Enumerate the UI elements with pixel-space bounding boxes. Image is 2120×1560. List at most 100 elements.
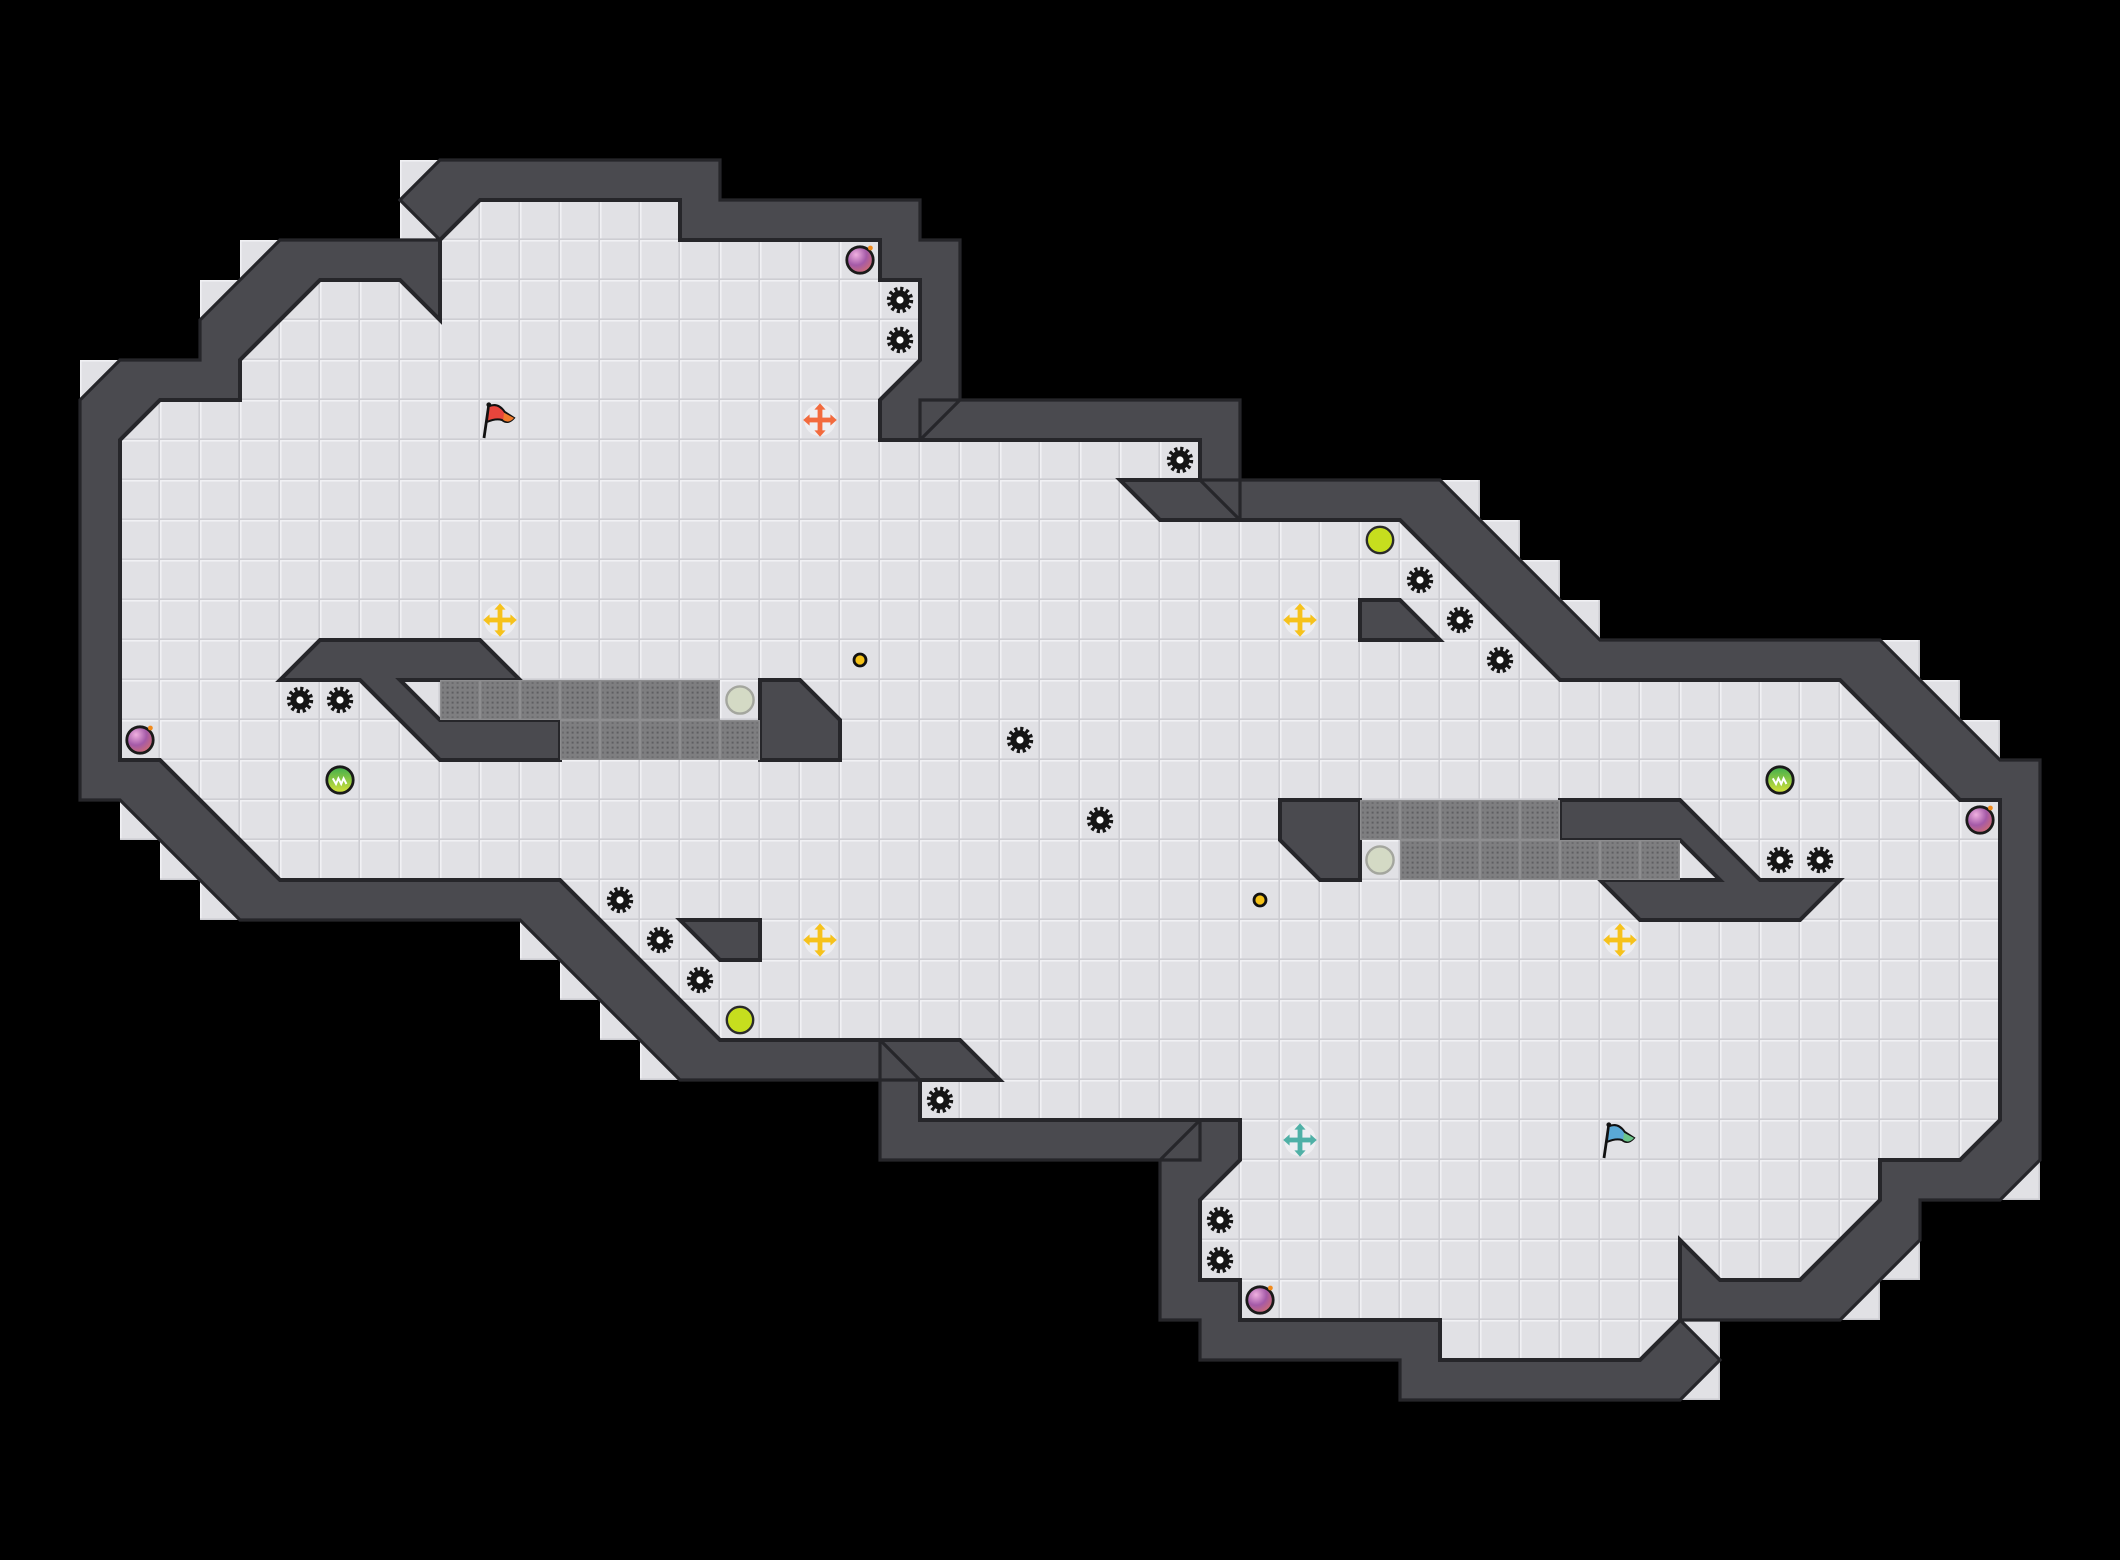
- boost-bar-v: [817, 928, 823, 952]
- grate-holes: [1482, 842, 1518, 878]
- boost-bar-v: [1297, 608, 1303, 632]
- grate-holes: [1442, 802, 1478, 838]
- spike-teeth: [286, 686, 314, 714]
- grate-holes: [682, 682, 718, 718]
- spike-icon: [886, 286, 914, 314]
- boost-arrowhead: [1294, 1150, 1306, 1157]
- wall-inner-edge: [118, 198, 2002, 1362]
- bomb-body: [1245, 1285, 1275, 1315]
- jukejuice-powerup-icon: [1765, 765, 1795, 795]
- spike-hole: [1016, 736, 1024, 744]
- spike-icon: [1206, 1206, 1234, 1234]
- spike-icon: [1406, 566, 1434, 594]
- grate-holes: [562, 682, 598, 718]
- grate-tile: [1520, 800, 1560, 840]
- neutral-boost-icon: [483, 603, 517, 637]
- lime-marker-icon: [1365, 525, 1395, 555]
- blue-boost-icon: [1283, 1123, 1317, 1157]
- neutral-boost-icon: [1603, 923, 1637, 957]
- spike-icon: [886, 326, 914, 354]
- grate-tile: [480, 680, 520, 720]
- grate-holes: [602, 722, 638, 758]
- grate-tile: [1480, 800, 1520, 840]
- boost-arrowhead: [1630, 934, 1637, 946]
- grate-holes: [1442, 842, 1478, 878]
- spike-icon: [1006, 726, 1034, 754]
- boost-arrowhead: [1614, 923, 1626, 930]
- grate-tile: [1360, 800, 1400, 840]
- grate-tile: [1400, 800, 1440, 840]
- spike-hole: [616, 896, 624, 904]
- inner-walls: [275, 598, 1845, 962]
- spike-hole: [1096, 816, 1104, 824]
- bomb-body: [845, 245, 875, 275]
- spike-icon: [646, 926, 674, 954]
- spike-hole: [1496, 656, 1504, 664]
- boost-arrowhead: [483, 614, 490, 626]
- grate-tile: [440, 680, 480, 720]
- grate-tile: [680, 720, 720, 760]
- spike-icon: [606, 886, 634, 914]
- red-flag-icon: [482, 402, 516, 439]
- spike-hole: [336, 696, 344, 704]
- boost-arrowhead: [830, 934, 837, 946]
- grate-holes: [642, 682, 678, 718]
- grate-holes: [1642, 842, 1678, 878]
- bomb-body: [1965, 805, 1995, 835]
- spike-icon: [686, 966, 714, 994]
- boost-arrowhead: [814, 430, 826, 437]
- boost-arrowhead: [803, 414, 810, 426]
- boost-arrowhead: [1283, 1134, 1290, 1146]
- grate-tile: [560, 720, 600, 760]
- spike-icon: [926, 1086, 954, 1114]
- gate-marker-icon: [1365, 845, 1395, 875]
- boost-arrowhead: [814, 950, 826, 957]
- grate-tile: [640, 720, 680, 760]
- boost-arrowhead: [1603, 934, 1610, 946]
- neutral-boost-icon: [1283, 603, 1317, 637]
- grate-holes: [562, 722, 598, 758]
- juke-stripes: [1771, 776, 1788, 787]
- grates: [440, 680, 1680, 880]
- spike-teeth: [886, 326, 914, 354]
- button-icon: [852, 652, 868, 668]
- spike-teeth: [1006, 726, 1034, 754]
- grate-tile: [1640, 840, 1680, 880]
- boost-bar-v: [497, 608, 503, 632]
- boost-bar-v: [817, 408, 823, 432]
- grate-tile: [1600, 840, 1640, 880]
- lime-marker-icon: [725, 1005, 755, 1035]
- grate-holes: [1522, 802, 1558, 838]
- spike-hole: [936, 1096, 944, 1104]
- boost-arrowhead: [803, 934, 810, 946]
- grate-holes: [1362, 802, 1398, 838]
- spike-teeth: [606, 886, 634, 914]
- grate-tile: [1400, 840, 1440, 880]
- grate-tile: [1560, 840, 1600, 880]
- spike-teeth: [1166, 446, 1194, 474]
- spike-hole: [1216, 1216, 1224, 1224]
- spike-teeth: [686, 966, 714, 994]
- inner-wall: [675, 918, 762, 962]
- spike-teeth: [1446, 606, 1474, 634]
- spike-teeth: [326, 686, 354, 714]
- spike-teeth: [1206, 1246, 1234, 1274]
- spike-icon: [1086, 806, 1114, 834]
- blue-flag-icon: [1602, 1122, 1636, 1159]
- boost-arrowhead: [510, 614, 517, 626]
- boost-arrowhead: [494, 630, 506, 637]
- grate-holes: [442, 682, 478, 718]
- boost-bar-v: [1297, 1128, 1303, 1152]
- spike-icon: [326, 686, 354, 714]
- boost-arrowhead: [1310, 614, 1317, 626]
- spike-hole: [1216, 1256, 1224, 1264]
- bomb-fuse: [148, 725, 153, 731]
- boost-arrowhead: [1294, 1123, 1306, 1130]
- button-icon: [1252, 892, 1268, 908]
- bomb-icon: [845, 245, 875, 275]
- jukejuice-powerup-icon: [325, 765, 355, 795]
- grate-tile: [600, 680, 640, 720]
- grate-holes: [1402, 802, 1438, 838]
- boost-arrowhead: [1283, 614, 1290, 626]
- spike-icon: [1446, 606, 1474, 634]
